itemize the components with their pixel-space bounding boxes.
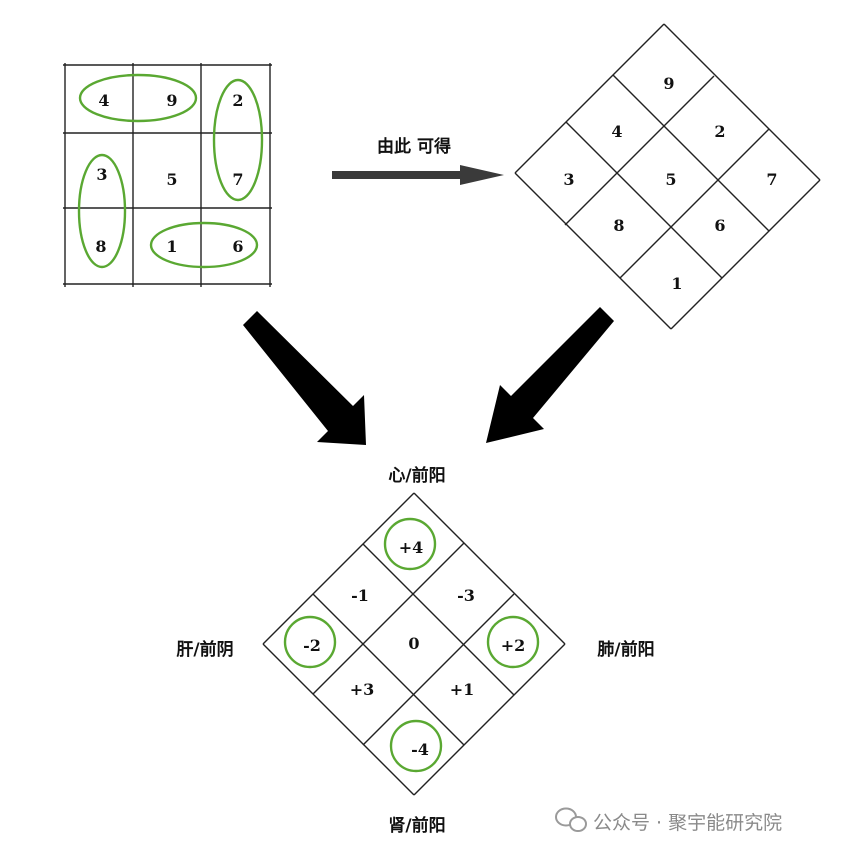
result-bottom: -4 bbox=[411, 740, 429, 759]
label-right: 肺/前阳 bbox=[597, 639, 654, 660]
magic-cell-r3c2: 1 bbox=[166, 237, 177, 256]
watermark-text: 公众号 · 聚宇能研究院 bbox=[593, 812, 782, 834]
label-bottom: 肾/前阳 bbox=[388, 815, 445, 836]
result-lower-right: +1 bbox=[450, 680, 475, 699]
rotated-center: 5 bbox=[665, 170, 676, 189]
down-left-arrow-icon bbox=[486, 307, 614, 443]
magic-cell-r2c3: 7 bbox=[232, 170, 243, 189]
result-top: +4 bbox=[399, 538, 424, 557]
result-mid-right: +2 bbox=[501, 636, 526, 655]
result-center: 0 bbox=[408, 634, 419, 653]
label-left: 肝/前阴 bbox=[176, 639, 233, 660]
circle-right bbox=[486, 615, 540, 669]
ellipse-1-6 bbox=[149, 221, 259, 269]
rotated-square-numbers: 9 4 2 3 5 7 8 6 1 bbox=[563, 74, 777, 293]
rotated-bottom: 1 bbox=[671, 274, 682, 293]
rotated-lower-left: 8 bbox=[613, 216, 624, 235]
circle-left bbox=[283, 615, 337, 669]
magic-cell-r1c2: 9 bbox=[166, 91, 177, 110]
rotated-top: 9 bbox=[663, 74, 674, 93]
rotated-mid-left: 3 bbox=[563, 170, 574, 189]
magic-square-grid bbox=[63, 63, 272, 287]
rotated-upper-left: 4 bbox=[611, 122, 622, 141]
result-square-grid bbox=[262, 492, 566, 796]
pair-ellipses bbox=[77, 73, 264, 269]
rotated-mid-right: 7 bbox=[766, 170, 777, 189]
arrow-caption: 由此 可得 bbox=[377, 136, 451, 157]
result-upper-right: -3 bbox=[457, 586, 475, 605]
ellipse-4-9 bbox=[78, 73, 198, 123]
ellipse-2-7 bbox=[212, 78, 264, 202]
magic-cell-r3c1: 8 bbox=[95, 237, 106, 256]
magic-cell-r2c1: 3 bbox=[96, 165, 107, 184]
rotated-upper-right: 2 bbox=[714, 122, 725, 141]
result-square-numbers: +4 -1 -3 -2 0 +2 +3 +1 -4 bbox=[303, 538, 525, 759]
magic-cell-r3c3: 6 bbox=[232, 237, 243, 256]
circle-top bbox=[383, 517, 437, 571]
magic-cell-r1c3: 2 bbox=[232, 91, 243, 110]
down-right-arrow-icon bbox=[243, 311, 366, 445]
right-arrow-icon bbox=[332, 165, 504, 185]
magic-cell-r1c1: 4 bbox=[98, 91, 109, 110]
magic-square-numbers: 4 9 2 3 5 7 8 1 6 bbox=[95, 91, 243, 256]
result-circles bbox=[283, 517, 540, 773]
result-upper-left: -1 bbox=[351, 586, 369, 605]
magic-cell-r2c2: 5 bbox=[166, 170, 177, 189]
rotated-square-grid bbox=[514, 23, 821, 330]
result-lower-left: +3 bbox=[350, 680, 375, 699]
circle-bottom bbox=[389, 719, 443, 773]
ellipse-3-8 bbox=[77, 153, 127, 269]
label-top: 心/前阳 bbox=[388, 465, 445, 486]
wechat-icon bbox=[555, 807, 587, 832]
rotated-lower-right: 6 bbox=[714, 216, 725, 235]
result-mid-left: -2 bbox=[303, 636, 321, 655]
